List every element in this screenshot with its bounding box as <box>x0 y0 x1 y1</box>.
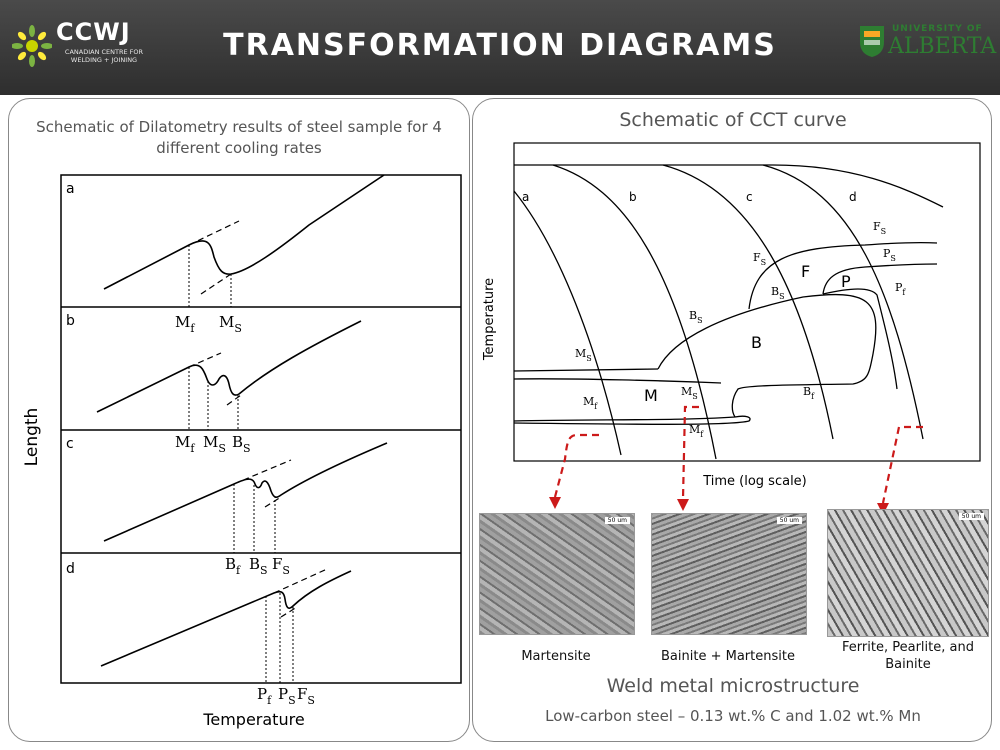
ms-line <box>513 368 659 372</box>
label-bs-2: BS <box>689 309 703 325</box>
plot-a-label-ms: MS <box>219 313 242 335</box>
dilatometry-y-label: Length <box>22 408 42 467</box>
arrowhead-bainite-martensite <box>677 499 689 511</box>
cct-panel: Schematic of CCT curve a b c d <box>472 98 992 742</box>
cooling-curve-c <box>662 164 834 440</box>
region-f: F <box>801 262 810 281</box>
ccwj-logo: CCWJ CANADIAN CENTRE FOR WELDING + JOINI… <box>12 12 152 82</box>
arrow-martensite <box>553 433 599 498</box>
plot-a-label-mf: Mf <box>175 313 195 335</box>
dilatometry-frame <box>60 174 462 684</box>
arrowhead-martensite <box>549 497 561 509</box>
region-b: B <box>751 333 762 352</box>
ualberta-line1: UNIVERSITY OF <box>892 24 983 34</box>
plot-c <box>103 442 388 553</box>
weld-title: Weld metal microstructure <box>606 675 860 697</box>
plot-c-tangent-lower <box>264 496 282 508</box>
cct-label-b: b <box>629 190 637 204</box>
plot-a-curve <box>103 174 385 290</box>
plot-d-label-fs: FS <box>297 685 315 707</box>
cct-label-a: a <box>522 190 529 204</box>
plot-d-tangent-lower <box>280 606 298 618</box>
label-ms-1: MS <box>575 347 592 363</box>
plot-b-letter: b <box>66 313 75 329</box>
plot-b-tangent-upper <box>188 352 222 368</box>
plot-b <box>96 320 362 430</box>
pearlite-finish-line <box>822 288 898 390</box>
plot-b-curve <box>96 320 362 413</box>
plot-a-tangent-lower <box>200 273 232 295</box>
ualberta-logo: UNIVERSITY OF ALBERTA <box>856 20 996 70</box>
cct-diagram: a b c d F P B M FS FS PS Pf BS BS Bf MS … <box>482 142 981 515</box>
page-title: TRANSFORMATION DIAGRAMS <box>223 28 777 63</box>
plot-c-label-bf: Bf <box>225 555 241 577</box>
dilatometry-x-label: Temperature <box>202 710 304 729</box>
cct-y-label: Temperature <box>482 278 497 361</box>
plot-b-label-mf: Mf <box>175 433 195 455</box>
label-bf: Bf <box>803 385 815 401</box>
plot-d <box>100 568 352 683</box>
caption-bainite-martensite: Bainite + Martensite <box>661 649 795 664</box>
plot-a <box>103 174 385 307</box>
plot-d-letter: d <box>66 561 75 577</box>
label-bs-1: BS <box>771 285 785 301</box>
label-mf-2: Mf <box>689 423 704 439</box>
scale-bar-martensite: 50 um <box>604 517 630 524</box>
ccwj-subtitle: CANADIAN CENTRE FOR WELDING + JOINING <box>64 48 144 64</box>
dilatometry-panel: Schematic of Dilatometry results of stee… <box>8 98 470 742</box>
micrograph-martensite: 50 um <box>479 513 635 635</box>
plot-c-curve <box>103 442 388 542</box>
cct-top-boundary <box>514 164 944 208</box>
label-fs-1: FS <box>873 220 886 236</box>
label-ps: PS <box>883 247 896 263</box>
weld-subtitle: Low-carbon steel – 0.13 wt.% C and 1.02 … <box>545 707 921 725</box>
plot-c-tangent-upper <box>233 459 292 485</box>
dilatometry-heading: Schematic of Dilatometry results of stee… <box>36 118 442 157</box>
bainite-nose <box>657 293 877 418</box>
label-mf-1: Mf <box>583 395 598 411</box>
cct-x-label: Time (log scale) <box>702 474 807 489</box>
arrow-bainite-martensite <box>681 405 699 500</box>
plot-c-label-bs: BS <box>249 555 268 577</box>
starburst-icon <box>12 25 52 67</box>
scale-bar-bainite-martensite: 50 um <box>776 517 802 524</box>
cct-label-c: c <box>746 190 753 204</box>
label-ms-2: MS <box>681 385 698 401</box>
header-banner: CCWJ CANADIAN CENTRE FOR WELDING + JOINI… <box>0 0 1000 95</box>
caption-ferrite-pearlite-bainite: Ferrite, Pearlite, and Bainite <box>842 640 974 672</box>
ferrite-start-line <box>748 241 938 310</box>
martensite-finish-band <box>513 415 751 425</box>
crest-icon <box>860 26 884 57</box>
ccwj-brand-text: CCWJ <box>56 18 131 46</box>
caption-martensite: Martensite <box>521 649 591 664</box>
plot-c-label-fs: FS <box>272 555 290 577</box>
plot-d-label-pf: Pf <box>257 685 272 707</box>
plot-b-label-ms: MS <box>203 433 226 455</box>
plot-c-letter: c <box>66 436 74 452</box>
micrograph-ferrite-pearlite-bainite: 50 um <box>827 509 989 637</box>
label-pf: Pf <box>895 281 906 297</box>
plot-d-curve <box>100 570 352 667</box>
pearlite-start-line <box>822 263 938 295</box>
cooling-curve-a <box>513 190 622 456</box>
cct-frame <box>513 142 981 462</box>
plot-b-tangent-lower <box>226 394 242 406</box>
micrograph-bainite-martensite: 50 um <box>651 513 807 635</box>
plot-d-label-ps: PS <box>278 685 296 707</box>
plot-a-letter: a <box>66 181 75 197</box>
region-p: P <box>841 272 851 291</box>
cooling-curve-d <box>762 164 924 440</box>
plot-b-label-bs: BS <box>232 433 251 455</box>
scale-bar-ferrite-pearlite-bainite: 50 um <box>958 513 984 520</box>
cct-label-d: d <box>849 190 857 204</box>
dilatometry-plots: a b c d Mf MS Mf MS BS Bf BS FS Pf PS FS… <box>22 174 462 729</box>
arrow-ferrite-pearlite-bainite <box>881 425 923 504</box>
label-fs-2: FS <box>753 251 766 267</box>
ualberta-line2: ALBERTA <box>888 34 997 59</box>
cooling-curve-b <box>552 164 717 460</box>
martensite-start-band <box>513 378 722 384</box>
region-m: M <box>644 386 658 405</box>
cct-heading: Schematic of CCT curve <box>619 109 847 131</box>
